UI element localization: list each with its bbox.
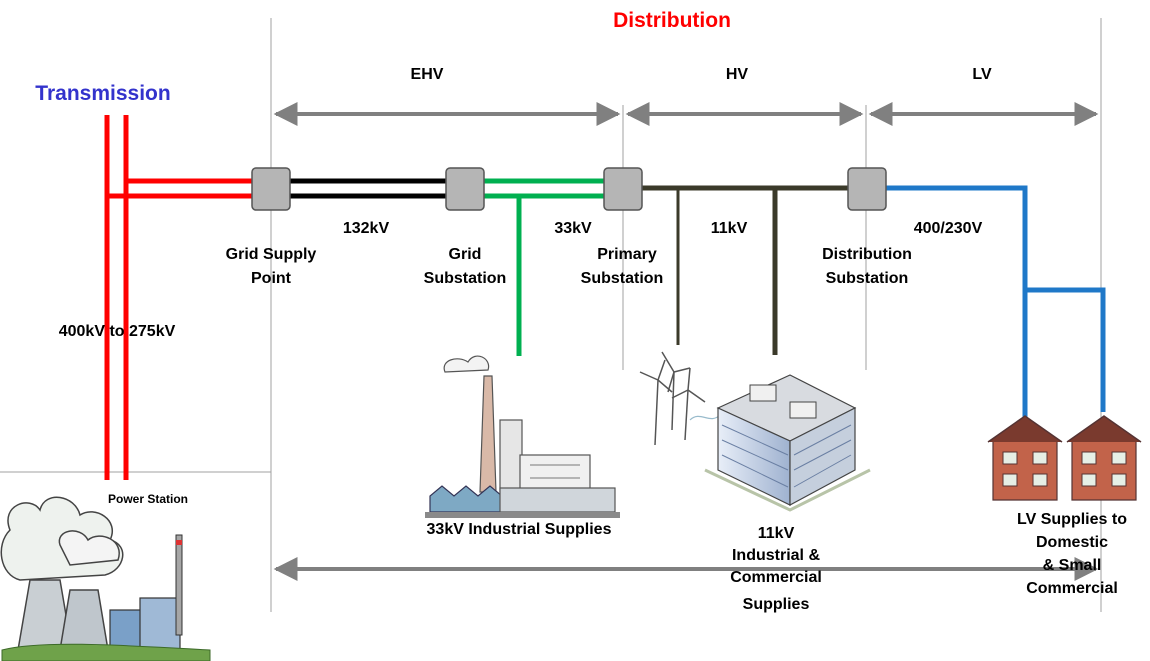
industrial-33kv-label: 33kV Industrial Supplies bbox=[427, 521, 612, 538]
grid-substation-label-1: Grid bbox=[449, 246, 482, 263]
zone-hv-label: HV bbox=[726, 66, 749, 83]
industrial-11kv-label-4: Supplies bbox=[743, 596, 810, 613]
distribution-title: Distribution bbox=[613, 9, 731, 32]
grid-supply-point-label-2: Point bbox=[251, 270, 292, 287]
line-lv bbox=[885, 185, 1106, 418]
line-33kv bbox=[484, 178, 604, 356]
voltage-132kv-label: 132kV bbox=[343, 220, 390, 237]
substation-boxes bbox=[251, 167, 887, 211]
house-right bbox=[1066, 415, 1142, 501]
distribution-substation-label-1: Distribution bbox=[822, 246, 912, 263]
houses-illustration bbox=[987, 415, 1142, 501]
industrial-11kv-label-3: Commercial bbox=[730, 569, 822, 586]
lv-supplies-label-2: Domestic bbox=[1036, 534, 1108, 551]
zone-arrows bbox=[273, 102, 1099, 581]
power-station-label: Power Station bbox=[108, 492, 188, 506]
lv-supplies-label-4: Commercial bbox=[1026, 580, 1118, 597]
industrial-11kv-label-1: 11kV bbox=[758, 525, 795, 542]
primary-substation-label-1: Primary bbox=[597, 246, 657, 263]
line-11kv bbox=[641, 185, 848, 355]
grid-supply-point-label-1: Grid Supply bbox=[226, 246, 317, 263]
office-building-illustration bbox=[704, 374, 871, 512]
transmission-title: Transmission bbox=[35, 82, 170, 105]
wind-turbines-illustration bbox=[639, 351, 721, 446]
distribution-substation-box bbox=[847, 167, 887, 211]
voltage-11kv-label: 11kV bbox=[711, 220, 748, 237]
voltage-400-230v-label: 400/230V bbox=[914, 220, 983, 237]
grid-supply-point-box bbox=[251, 167, 291, 211]
transmission-lines bbox=[104, 115, 252, 480]
industrial-11kv-label-2: Industrial & bbox=[732, 547, 820, 564]
grid-substation-box bbox=[445, 167, 485, 211]
power-station-illustration bbox=[0, 496, 211, 661]
zone-ehv-label: EHV bbox=[411, 66, 444, 83]
lv-supplies-label-1: LV Supplies to bbox=[1017, 511, 1127, 528]
zone-lv-label: LV bbox=[972, 66, 992, 83]
voltage-33kv-label: 33kV bbox=[554, 220, 592, 237]
voltage-transmission-label: 400kV to 275kV bbox=[59, 323, 176, 340]
grid-substation-label-2: Substation bbox=[424, 270, 507, 287]
distribution-substation-label-2: Substation bbox=[826, 270, 909, 287]
primary-substation-label-2: Substation bbox=[581, 270, 664, 287]
house-left bbox=[987, 415, 1063, 501]
zone-dividers bbox=[0, 18, 1102, 612]
lv-supplies-label-3: & Small bbox=[1043, 557, 1102, 574]
line-132kv bbox=[290, 178, 446, 199]
industrial-plant-illustration bbox=[425, 355, 620, 518]
primary-substation-box bbox=[603, 167, 643, 211]
